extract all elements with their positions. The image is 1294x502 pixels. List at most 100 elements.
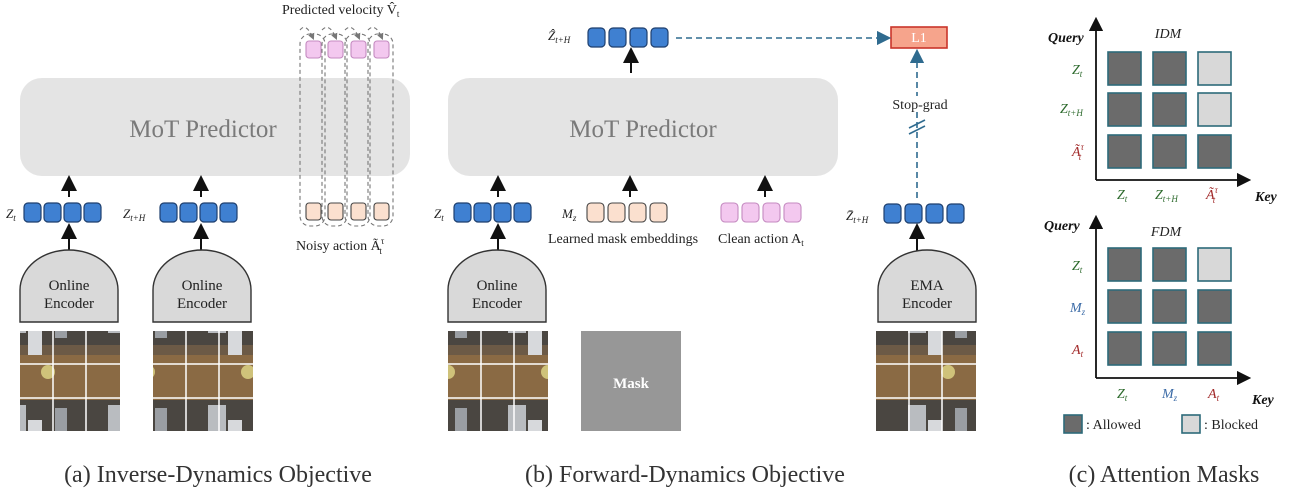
online-encoder-a2 [152, 249, 252, 323]
idm-cell [1197, 134, 1232, 169]
zhat-tokens [587, 27, 669, 48]
encoder-label: Encoder [177, 296, 227, 312]
ztH-tokens-a [159, 202, 238, 223]
learned-mask-label: Learned mask embeddings [548, 232, 698, 247]
token [199, 202, 218, 223]
idm-cell [1152, 134, 1187, 169]
token [720, 202, 739, 223]
robot-image-a1 [20, 331, 120, 431]
fdm-row-label: Zt [1072, 259, 1083, 275]
fdm-col-label: Zt [1117, 387, 1128, 403]
fdm-cell [1197, 331, 1232, 366]
predicted-velocity-label: Predicted velocity V̂t [282, 1, 400, 19]
zt-tokens-b [453, 202, 532, 223]
encoder-label: Online [49, 278, 90, 294]
idm-cell [1107, 51, 1142, 86]
ema-encoder [877, 249, 977, 323]
online-encoder-b [447, 249, 547, 323]
panel-a: MoT Predictor Zt Zt+H Online Encoder Onl… [6, 1, 410, 488]
stop-grad-mark [908, 125, 926, 135]
token [946, 203, 965, 224]
zt-label-a: Zt [6, 206, 16, 223]
token [373, 202, 390, 221]
token [350, 202, 367, 221]
idm-query-label: Query [1048, 31, 1085, 46]
token [741, 202, 760, 223]
idm-row-label: Zt [1072, 63, 1083, 79]
fdm-col-label: At [1207, 387, 1220, 403]
velocity-tokens [305, 40, 390, 59]
token [23, 202, 42, 223]
idm-col-label: Zt [1117, 188, 1128, 204]
token [587, 27, 606, 48]
zbar-label: Z̄t+H [846, 208, 869, 225]
fdm-row-label: At [1071, 343, 1084, 359]
idm-key-label: Key [1254, 190, 1278, 205]
fdm-cell [1152, 289, 1187, 324]
token [628, 202, 647, 223]
zhat-label: Ẑt+H [548, 28, 571, 45]
idm-cell [1197, 51, 1232, 86]
legend-allowed-label: : Allowed [1086, 418, 1141, 433]
fdm-cell [1107, 289, 1142, 324]
token [629, 27, 648, 48]
token [586, 202, 605, 223]
caption-b: (b) Forward-Dynamics Objective [525, 462, 845, 488]
fdm-key-label: Key [1251, 393, 1275, 408]
zbar-tokens [883, 203, 965, 224]
mot-predictor-a-label: MoT Predictor [129, 116, 277, 143]
mot-predictor-b-label: MoT Predictor [569, 116, 717, 143]
robot-image-a2 [153, 331, 253, 431]
token [453, 202, 472, 223]
token [649, 202, 668, 223]
token [63, 202, 82, 223]
l1-label: L1 [911, 31, 927, 46]
robot-image-b1 [448, 331, 548, 431]
clean-action-label: Clean action At [718, 232, 804, 248]
fdm-cell [1107, 331, 1142, 366]
encoder-label: Encoder [472, 296, 522, 312]
fdm-col-label: Mz [1161, 387, 1178, 403]
token [305, 202, 322, 221]
legend-blocked-label: : Blocked [1204, 418, 1258, 433]
caption-c: (c) Attention Masks [1069, 462, 1260, 488]
stop-grad-mark [908, 119, 926, 129]
caption-a: (a) Inverse-Dynamics Objective [64, 462, 372, 488]
idm-cell [1107, 92, 1142, 127]
mask-label: Mask [613, 376, 649, 392]
ztH-label-a: Zt+H [123, 206, 146, 223]
noisy-action-tokens [305, 202, 390, 221]
encoder-label: Encoder [44, 296, 94, 312]
fdm-cell [1152, 247, 1187, 282]
token [904, 203, 923, 224]
encoder-label: Online [182, 278, 223, 294]
token [219, 202, 238, 223]
robot-image-b2 [876, 331, 976, 431]
fdm-cell [1197, 289, 1232, 324]
encoder-label: Online [477, 278, 518, 294]
fdm-cell [1152, 331, 1187, 366]
mot-predictor-b [448, 78, 838, 176]
idm-row-label: Zt+H [1060, 102, 1083, 118]
token [159, 202, 178, 223]
mot-predictor-a [20, 78, 410, 176]
stop-grad-label: Stop-grad [892, 98, 947, 113]
dashed-flow-lines [299, 26, 394, 227]
token [305, 40, 322, 59]
token [762, 202, 781, 223]
idm-col-label: Zt+H [1155, 188, 1178, 204]
idm-cell [1152, 51, 1187, 86]
idm-cell [1152, 92, 1187, 127]
token [179, 202, 198, 223]
clean-action-tokens [720, 202, 802, 223]
token [493, 202, 512, 223]
fdm-query-label: Query [1044, 219, 1081, 234]
token [608, 27, 627, 48]
encoder-label: Encoder [902, 296, 952, 312]
token [783, 202, 802, 223]
token [883, 203, 902, 224]
legend-blocked-swatch [1181, 414, 1201, 434]
